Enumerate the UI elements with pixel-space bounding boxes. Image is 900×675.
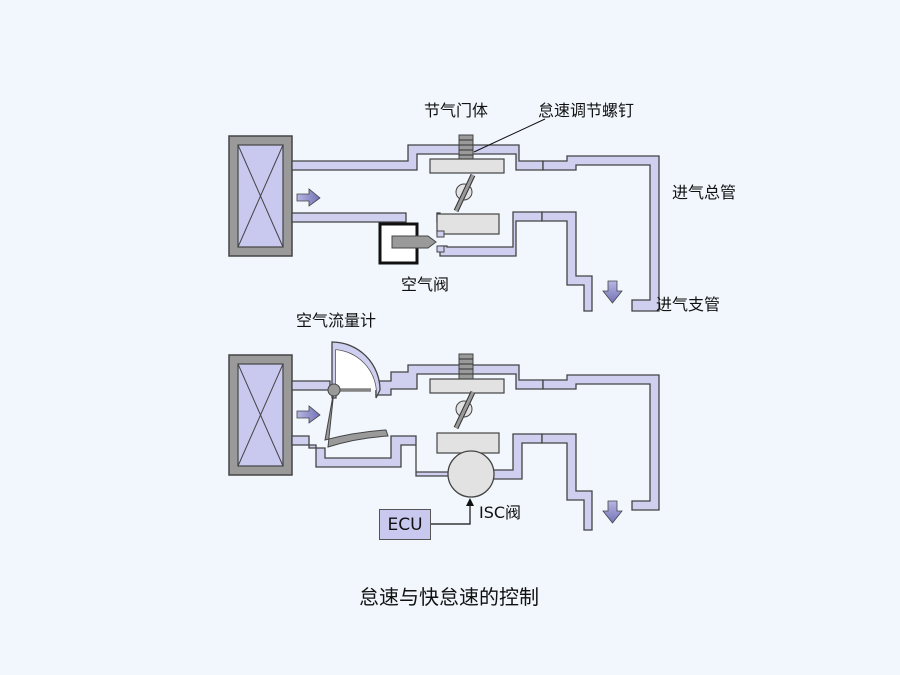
- bottom-system: [228, 341, 660, 531]
- throttle-lower-plate-top: [436, 213, 500, 235]
- intake-manifold-duct-bottom: [542, 374, 660, 511]
- air-filter-bottom: [228, 354, 293, 476]
- meter-pivot: [327, 383, 341, 397]
- flow-arrow-bottom-down: [602, 500, 623, 524]
- lower-intake-duct-top: [291, 212, 407, 223]
- air-filter-top: [228, 135, 293, 257]
- throttle-valve-top: [453, 173, 476, 213]
- throttle-lower-plate-bottom: [436, 432, 500, 454]
- flow-arrow-top-right: [296, 188, 321, 207]
- upper-intake-duct-top: [291, 144, 544, 171]
- air-valve: [378, 222, 437, 265]
- isc-valve: [447, 450, 495, 498]
- intake-manifold-label: 进气总管: [672, 183, 737, 202]
- idle-adjust-screw-bottom: [458, 353, 474, 380]
- ecu-label: ECU: [387, 514, 423, 535]
- intake-branch-duct-top: [541, 211, 593, 312]
- ecu-isc-connector: [431, 498, 474, 525]
- idle-screw-leader-line: [473, 118, 546, 153]
- ecu-box: ECU: [379, 509, 431, 540]
- throttle-upper-plate-top: [429, 158, 505, 174]
- flow-arrow-top-down: [602, 280, 623, 304]
- meter-compensation-plate: [324, 389, 389, 448]
- diagram-caption: 怠速与快怠速的控制: [359, 585, 539, 609]
- intake-manifold-duct-top: [542, 155, 660, 312]
- airflow-meter-label: 空气流量计: [296, 311, 377, 330]
- idle-adjust-screw-top: [458, 134, 474, 160]
- idle-screw-label: 怠速调节螺钉: [538, 101, 635, 120]
- throttle-valve-bottom: [453, 390, 476, 430]
- top-system: [228, 118, 660, 312]
- throttle-body-label: 节气门体: [424, 101, 489, 120]
- air-valve-label: 空气阀: [401, 275, 450, 294]
- intake-branch-duct-bottom: [541, 433, 593, 531]
- intake-branch-label: 进气支管: [656, 295, 721, 314]
- isc-valve-label: ISC阀: [479, 503, 522, 522]
- airflow-meter: [324, 341, 389, 448]
- flow-arrow-bottom-right: [296, 405, 321, 424]
- throttle-upper-plate-bottom: [429, 378, 505, 394]
